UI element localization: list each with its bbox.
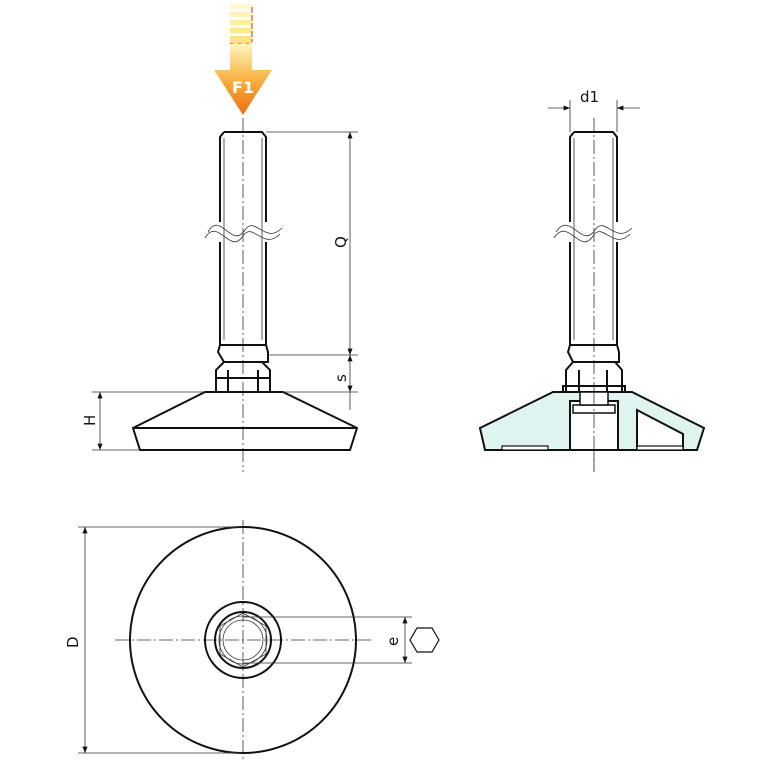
bottom-view: D e bbox=[64, 520, 440, 760]
force-label: F1 bbox=[232, 78, 254, 97]
side-view: Q s H bbox=[81, 118, 359, 472]
dim-H-label: H bbox=[81, 415, 99, 426]
force-arrow-icon: F1 bbox=[214, 4, 272, 115]
section-view: d1 bbox=[478, 88, 706, 472]
dim-d1-label: d1 bbox=[580, 88, 599, 106]
dim-Q-label: Q bbox=[332, 236, 350, 248]
dim-s-label: s bbox=[332, 374, 350, 382]
dim-D-label: D bbox=[64, 636, 82, 648]
hexagon-icon bbox=[409, 627, 440, 653]
dim-e-label: e bbox=[384, 637, 402, 646]
